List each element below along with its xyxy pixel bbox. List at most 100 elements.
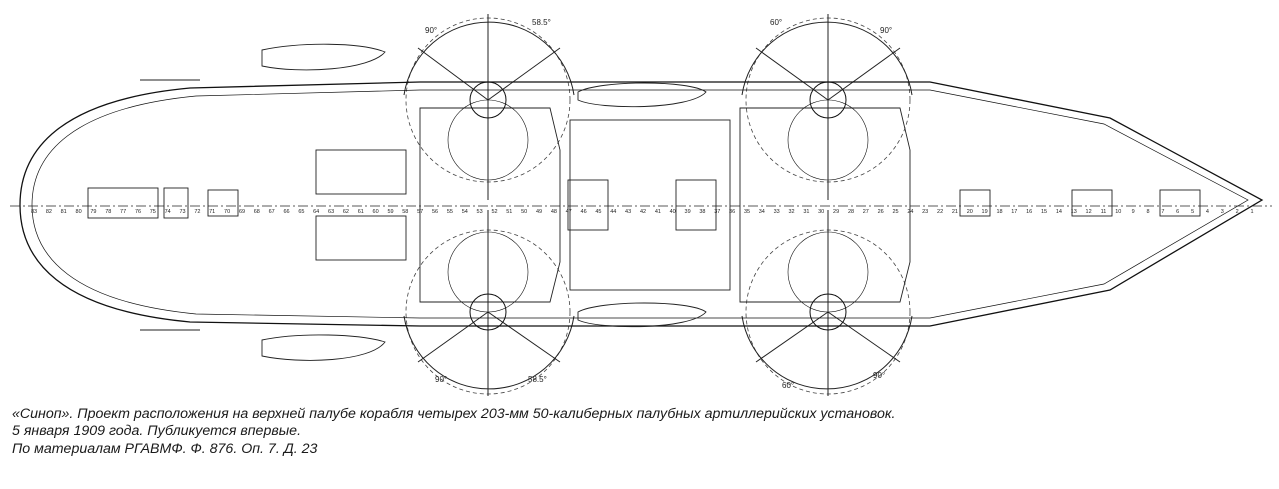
frame-number: 6	[1176, 209, 1179, 215]
frame-number: 61	[358, 209, 364, 215]
frame-number: 53	[477, 209, 483, 215]
frame-number: 20	[967, 209, 973, 215]
frame-number: 82	[46, 209, 52, 215]
frame-number: 7	[1161, 209, 1164, 215]
angle-label: 60°	[782, 381, 794, 390]
frame-number: 77	[120, 209, 126, 215]
frame-number: 75	[150, 209, 156, 215]
frame-number: 32	[788, 209, 794, 215]
turret-aft-port	[809, 81, 847, 119]
frame-number: 44	[610, 209, 616, 215]
angle-labels: 90° 58.5° 60° 90° 90° 58.5° 60° 90°	[425, 18, 892, 390]
figure-caption: «Синоп». Проект расположения на верхней …	[12, 406, 1272, 458]
caption-line-1: «Синоп». Проект расположения на верхней …	[12, 406, 896, 422]
frame-number: 74	[165, 209, 171, 215]
frame-number: 39	[685, 209, 691, 215]
frame-number: 8	[1146, 209, 1149, 215]
frame-number: 29	[833, 209, 839, 215]
frame-number: 10	[1115, 209, 1121, 215]
turret-fwd-port	[469, 81, 507, 119]
frame-number: 2	[1236, 209, 1239, 215]
gun-sponsons	[403, 14, 913, 396]
frame-number: 55	[447, 209, 453, 215]
frame-number: 83	[31, 209, 37, 215]
frame-number: 26	[878, 209, 884, 215]
frame-number: 30	[818, 209, 824, 215]
turrets	[447, 81, 869, 331]
hull-outline	[19, 81, 1264, 327]
frame-number: 50	[521, 209, 527, 215]
frame-number: 33	[774, 209, 780, 215]
frame-number: 76	[135, 209, 141, 215]
frame-number: 37	[714, 209, 720, 215]
frame-number: 17	[1011, 209, 1017, 215]
angle-label: 58.5°	[528, 375, 547, 384]
frame-number: 69	[239, 209, 245, 215]
frame-number: 21	[952, 209, 958, 215]
frame-number: 43	[625, 209, 631, 215]
frame-number: 16	[1026, 209, 1032, 215]
frame-number: 35	[744, 209, 750, 215]
frame-number: 18	[996, 209, 1002, 215]
frame-number: 36	[729, 209, 735, 215]
frame-number: 73	[179, 209, 185, 215]
caption-line-3: По материалам РГАВМФ. Ф. 876. Оп. 7. Д. …	[12, 440, 318, 457]
frame-number: 23	[922, 209, 928, 215]
caption-line-2: 5 января 1909 года. Публикуется впервые.	[12, 423, 302, 440]
frame-number: 24	[907, 209, 913, 215]
frame-number: 31	[803, 209, 809, 215]
frame-number: 40	[670, 209, 676, 215]
angle-label: 90°	[880, 26, 892, 35]
frame-number: 48	[551, 209, 557, 215]
frame-number: 46	[581, 209, 587, 215]
angle-label: 58.5°	[532, 18, 551, 27]
frame-number: 62	[343, 209, 349, 215]
superstructure	[87, 107, 1201, 303]
frame-number: 78	[105, 209, 111, 215]
frame-number: 68	[254, 209, 260, 215]
frame-number: 63	[328, 209, 334, 215]
frame-number: 34	[759, 209, 765, 215]
frame-number: 71	[209, 209, 215, 215]
frame-number: 79	[90, 209, 96, 215]
frame-number: 19	[982, 209, 988, 215]
frame-number: 58	[402, 209, 408, 215]
frame-number: 3	[1221, 209, 1224, 215]
frame-number: 14	[1056, 209, 1062, 215]
frame-number: 25	[892, 209, 898, 215]
frame-number: 5	[1191, 209, 1194, 215]
frame-number: 28	[848, 209, 854, 215]
frame-number: 4	[1206, 209, 1209, 215]
frame-number: 47	[566, 209, 572, 215]
angle-label: 90°	[435, 375, 447, 384]
frame-number: 12	[1086, 209, 1092, 215]
frame-number: 52	[491, 209, 497, 215]
frame-number: 64	[313, 209, 319, 215]
boats	[140, 43, 707, 361]
frame-number: 57	[417, 209, 423, 215]
frame-number: 13	[1071, 209, 1077, 215]
angle-label: 90°	[873, 371, 885, 380]
frame-number: 15	[1041, 209, 1047, 215]
frame-number: 54	[462, 209, 468, 215]
frame-number: 42	[640, 209, 646, 215]
frame-number: 22	[937, 209, 943, 215]
turret-aft-starboard	[809, 293, 847, 331]
frame-number: 65	[298, 209, 304, 215]
frame-number: 41	[655, 209, 661, 215]
frame-number: 60	[373, 209, 379, 215]
angle-label: 60°	[770, 18, 782, 27]
frame-number: 80	[76, 209, 82, 215]
frame-number: 9	[1132, 209, 1135, 215]
frame-number: 11	[1101, 209, 1107, 215]
frame-number: 51	[506, 209, 512, 215]
frame-number: 70	[224, 209, 230, 215]
turret-fwd-starboard	[469, 293, 507, 331]
frame-number: 27	[863, 209, 869, 215]
frame-number: 38	[699, 209, 705, 215]
frame-number: 81	[61, 209, 67, 215]
frame-number: 72	[194, 209, 200, 215]
frame-number: 49	[536, 209, 542, 215]
